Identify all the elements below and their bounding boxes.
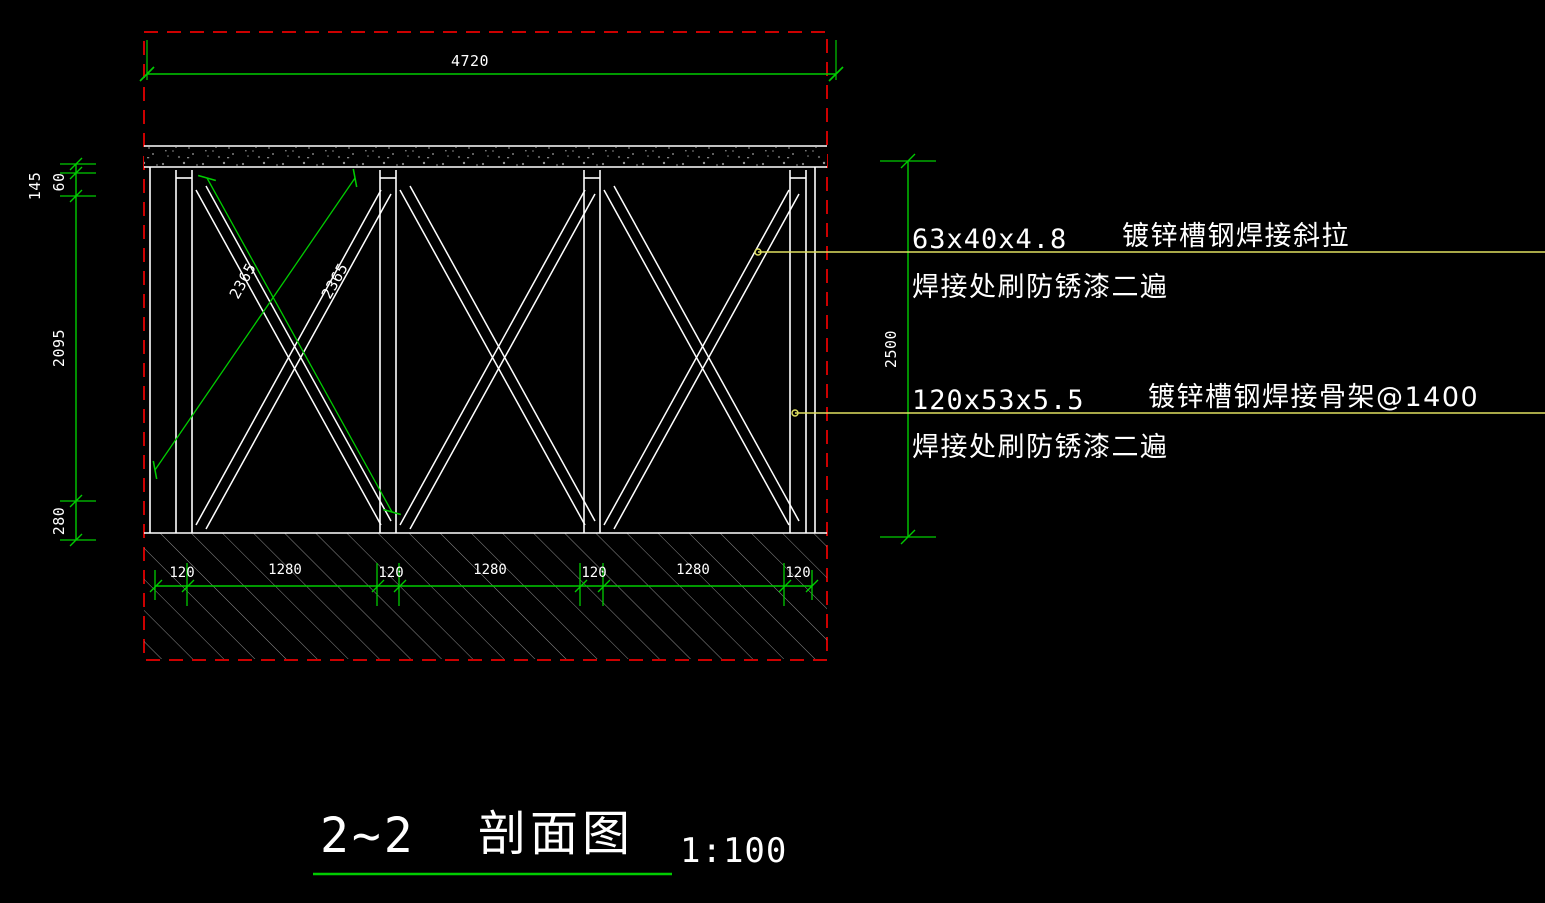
dim-bottom-2: 120	[378, 565, 403, 581]
dimension-brace-diagonals: 2365 2365	[152, 168, 402, 516]
dimension-right-overall: 2500	[880, 153, 936, 545]
dim-bottom-3: 1280	[473, 562, 507, 578]
brace-bay1-up	[195, 189, 392, 530]
frame-note-text: 镀锌槽钢焊接骨架@1400	[1148, 382, 1479, 413]
dim-left-280: 280	[50, 507, 68, 536]
dim-right-2500: 2500	[882, 330, 900, 368]
dimension-bottom-chain: 120 1280 120 1280 120 1280 120	[149, 562, 819, 606]
drawing-boundary	[143, 31, 828, 661]
dim-top-overall-value: 4720	[451, 52, 489, 70]
brace-note-text: 镀锌槽钢焊接斜拉	[1122, 221, 1350, 252]
post-4	[789, 170, 807, 533]
dim-bottom-1: 1280	[268, 562, 302, 578]
brace-note-text2: 焊接处刷防锈漆二遍	[912, 272, 1169, 303]
footing-hatched-region	[144, 532, 827, 659]
annotation-frame-note: 120x53x5.5 镀锌槽钢焊接骨架@1400 焊接处刷防锈漆二遍	[912, 382, 1479, 463]
dimension-left-chain: 145 60 2095 280	[26, 157, 96, 547]
brace-bay2-down	[399, 185, 596, 526]
diagonal-braces	[195, 185, 800, 530]
gravel-texture-band	[144, 147, 827, 166]
title-section-name: 剖面图	[478, 806, 634, 862]
brace-bay1-down	[195, 185, 392, 526]
brace-bay3-down	[603, 185, 800, 526]
frame-note-text2: 焊接处刷防锈漆二遍	[912, 432, 1169, 463]
dim-left-145: 145	[26, 172, 44, 201]
title-section-id: 2~2	[320, 808, 416, 864]
steel-frame-outline	[149, 167, 816, 533]
frame-note-spec: 120x53x5.5	[912, 385, 1085, 416]
brace-note-spec: 63x40x4.8	[912, 224, 1067, 255]
dim-left-2095: 2095	[50, 329, 68, 367]
annotation-brace-note: 63x40x4.8 镀锌槽钢焊接斜拉 焊接处刷防锈漆二遍	[912, 221, 1350, 303]
dim-bottom-5: 1280	[676, 562, 710, 578]
leader-frame-note	[791, 409, 1545, 417]
title-scale: 1:100	[680, 831, 787, 871]
dimension-top-overall: 4720	[139, 40, 844, 82]
post-3	[583, 170, 601, 533]
dim-bottom-4: 120	[581, 565, 606, 581]
leader-brace-note	[754, 248, 1545, 256]
drawing-title-block: 2~2 剖面图 1:100	[313, 806, 787, 876]
post-1	[175, 170, 193, 533]
dim-brace-label-2: 2365	[318, 260, 352, 302]
brace-bay3-up	[603, 189, 800, 530]
dim-bottom-0: 120	[169, 565, 194, 581]
brace-bay2-up	[399, 189, 596, 530]
post-2	[379, 170, 397, 533]
dim-bottom-6: 120	[785, 565, 810, 581]
dim-left-60: 60	[50, 172, 68, 191]
deck-assembly	[144, 145, 827, 168]
